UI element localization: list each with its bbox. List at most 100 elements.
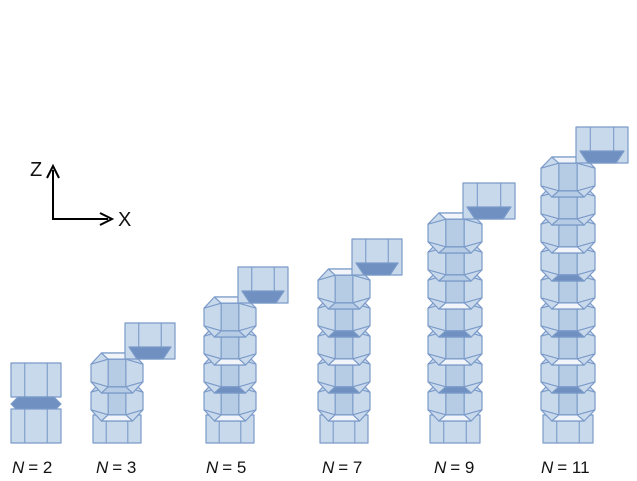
- cage-edge: [577, 381, 596, 388]
- cage-cap-bottom: [100, 414, 134, 422]
- cage-face: [334, 274, 354, 304]
- cage-cap-bottom: [551, 330, 585, 338]
- cluster-structures: [10, 126, 629, 444]
- cage-cap-bottom: [438, 302, 472, 310]
- prism-dark-face: [355, 262, 399, 276]
- cage-edge: [464, 325, 483, 332]
- cage-edge: [577, 269, 596, 276]
- cage-cap-bottom: [551, 274, 585, 282]
- cage-edge: [540, 213, 559, 220]
- cage-cap-bottom: [551, 190, 585, 198]
- cage-edge: [464, 269, 483, 276]
- cluster-n3: [90, 322, 176, 444]
- cage-edge: [238, 353, 257, 360]
- cage-edge: [352, 381, 371, 388]
- cage-edge: [577, 213, 596, 220]
- z-arrowhead: [46, 163, 60, 179]
- label-n9: N= 9: [434, 458, 474, 477]
- cage-edge: [317, 325, 336, 332]
- cage-edge: [125, 358, 144, 365]
- cage-cap-bottom: [438, 246, 472, 254]
- x-arrowhead: [99, 212, 115, 226]
- cluster-n7: [317, 238, 403, 444]
- cage-edge: [540, 297, 559, 304]
- cage-edge: [352, 297, 371, 304]
- cage-cap-bottom: [438, 330, 472, 338]
- cage-edge: [317, 409, 336, 416]
- cage-edge: [427, 325, 446, 332]
- cluster-n5: [203, 266, 289, 444]
- cage-cap-bottom: [213, 358, 247, 366]
- cage-edge: [427, 297, 446, 304]
- cage-cap-bottom: [551, 358, 585, 366]
- axes-indicator: Z X: [30, 159, 131, 231]
- cage-edge: [427, 218, 446, 225]
- cage-edge: [317, 381, 336, 388]
- cage-edge: [464, 297, 483, 304]
- cage-edge: [577, 297, 596, 304]
- label-n7: N= 7: [322, 458, 362, 477]
- cage-edge: [125, 381, 144, 388]
- cluster-n9: [427, 182, 516, 444]
- cage-edge: [203, 381, 222, 388]
- cage-edge: [540, 269, 559, 276]
- cage-edge: [577, 185, 596, 192]
- cage-cap-bottom: [438, 414, 472, 422]
- cage-cap-bottom: [327, 302, 361, 310]
- cage-cap-bottom: [213, 386, 247, 394]
- cage-cap-bottom: [327, 386, 361, 394]
- cage-edge: [317, 274, 336, 281]
- cage-edge: [577, 325, 596, 332]
- cluster-n2: [10, 362, 62, 444]
- cage-edge: [464, 218, 483, 225]
- cage-edge: [577, 241, 596, 248]
- cage-edge: [464, 381, 483, 388]
- cage-edge: [540, 241, 559, 248]
- cage-edge: [464, 409, 483, 416]
- cage-cap-bottom: [551, 414, 585, 422]
- cage-edge: [540, 381, 559, 388]
- cage-edge: [203, 302, 222, 309]
- cage-edge: [203, 353, 222, 360]
- cage-edge: [352, 409, 371, 416]
- prism-dark-face: [466, 206, 512, 220]
- label-n2: N= 2: [12, 458, 52, 477]
- size-labels: N= 2 N= 3 N= 5 N= 7 N= 9 N= 11: [12, 458, 590, 477]
- cage-edge: [125, 409, 144, 416]
- cage-cap-bottom: [551, 218, 585, 226]
- cage-edge: [238, 302, 257, 309]
- cage-cap-bottom: [438, 386, 472, 394]
- cage-edge: [427, 409, 446, 416]
- cage-edge: [90, 358, 109, 365]
- cage-edge: [203, 325, 222, 332]
- cage-edge: [90, 409, 109, 416]
- cage-cap-bottom: [551, 386, 585, 394]
- prism-dark-face: [128, 346, 172, 360]
- cage-edge: [540, 325, 559, 332]
- cage-edge: [427, 241, 446, 248]
- cage-cap-bottom: [100, 386, 134, 394]
- cage-cap-bottom: [438, 274, 472, 282]
- cage-edge: [238, 325, 257, 332]
- cage-edge: [352, 274, 371, 281]
- label-n3: N= 3: [96, 458, 136, 477]
- cage-edge: [427, 353, 446, 360]
- label-n5: N= 5: [206, 458, 246, 477]
- prism-block: [10, 362, 62, 398]
- z-axis-label: Z: [30, 159, 42, 181]
- cage-cap-bottom: [213, 414, 247, 422]
- cage-edge: [238, 381, 257, 388]
- cage-face: [220, 302, 240, 332]
- cage-cap-bottom: [438, 358, 472, 366]
- x-axis-label: X: [118, 209, 131, 231]
- cage-edge: [540, 353, 559, 360]
- cage-edge: [464, 241, 483, 248]
- cage-cap-bottom: [327, 414, 361, 422]
- cage-cap-bottom: [327, 330, 361, 338]
- cage-edge: [238, 409, 257, 416]
- cage-edge: [90, 381, 109, 388]
- cage-face: [445, 218, 465, 248]
- cage-edge: [464, 353, 483, 360]
- cage-face: [107, 358, 127, 388]
